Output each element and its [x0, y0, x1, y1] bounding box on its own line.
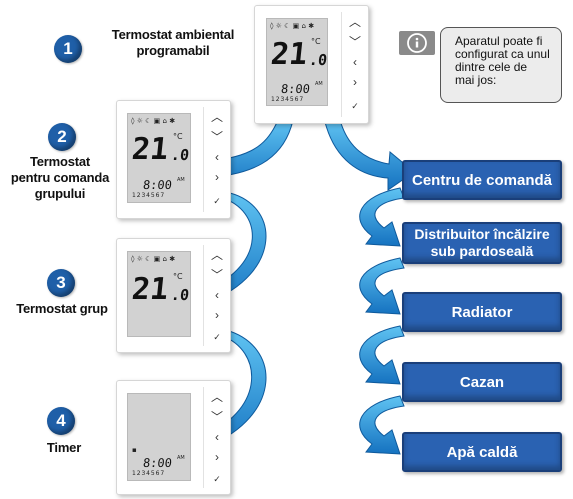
confirm-button[interactable]: ✓ [213, 332, 221, 342]
temperature-unit: °C [173, 132, 183, 141]
step-4-caption: Timer [46, 440, 82, 455]
day-numbers: 1 2 3 4 5 6 7 [132, 192, 164, 199]
right-button[interactable]: › [215, 308, 219, 322]
step-4-badge: 4 [47, 407, 75, 435]
down-button[interactable]: ﹀ [210, 410, 223, 424]
thermostat-step-2: ◊ ☼ ☾ ▣ ⌂ ✱ 21 °C .0 8:00 AM 1 2 3 4 5 6… [116, 100, 231, 219]
thermostat-main-screen: ◊ ☼ ☾ ▣ ⌂ ✱ 21 °C .0 8:00 AM 1 2 3 4 5 6… [266, 18, 328, 106]
day-numbers: 1 2 3 4 5 6 7 [132, 470, 164, 477]
temperature-decimal: .0 [170, 146, 191, 164]
arrow-target-4-5 [359, 395, 405, 455]
info-line: configurat ca unul [455, 47, 550, 61]
time-display: 8:00 [142, 178, 173, 192]
temperature-unit: °C [173, 272, 183, 281]
temperature-main: 21 [130, 132, 170, 167]
time-display: 8:00 [142, 456, 173, 470]
thermostat-step-2-screen: ◊ ☼ ☾ ▣ ⌂ ✱ 21 °C .0 8:00 AM 1 2 3 4 5 6… [127, 113, 191, 203]
left-button[interactable]: ‹ [353, 55, 357, 69]
right-button[interactable]: › [215, 170, 219, 184]
target-cazan: Cazan [402, 362, 562, 402]
temperature-decimal: .0 [308, 51, 329, 69]
arrow-target-1-2 [359, 187, 405, 247]
thermostat-step-2-buttons: ︿ ﹀ ‹ › ✓ [203, 107, 230, 212]
status-icons: ◊ ☼ ☾ ▣ ⌂ ✱ [131, 255, 176, 263]
up-button[interactable]: ︿ [210, 248, 223, 262]
up-button[interactable]: ︿ [348, 15, 361, 29]
thermostat-step-3-screen: ◊ ☼ ☾ ▣ ⌂ ✱ 21 °C .0 [127, 251, 191, 337]
left-button[interactable]: ‹ [215, 288, 219, 302]
thermostat-main: ◊ ☼ ☾ ▣ ⌂ ✱ 21 °C .0 8:00 AM 1 2 3 4 5 6… [254, 5, 369, 124]
arrow-target-2-3 [359, 257, 405, 315]
time-display: 8:00 [280, 82, 311, 96]
step-3-badge: 3 [47, 269, 75, 297]
temperature-unit: °C [311, 37, 321, 46]
confirm-button[interactable]: ✓ [213, 474, 221, 484]
thermostat-step-3-buttons: ︿ ﹀ ‹ › ✓ [203, 245, 230, 346]
temperature-main: 21 [130, 272, 170, 307]
info-note: Aparatul poate fi configurat ca unul din… [440, 27, 562, 103]
right-button[interactable]: › [353, 75, 357, 89]
down-button[interactable]: ﹀ [210, 268, 223, 282]
info-line: dintre cele de [455, 60, 528, 74]
timer-step-4: ▪ 8:00 AM 1 2 3 4 5 6 7 ︿ ﹀ ‹ › ✓ [116, 380, 231, 495]
confirm-button[interactable]: ✓ [213, 196, 221, 206]
up-button[interactable]: ︿ [210, 390, 223, 404]
day-numbers: 1 2 3 4 5 6 7 [271, 96, 303, 103]
step-1-badge: 1 [54, 35, 82, 63]
thermostat-main-buttons: ︿ ﹀ ‹ › ✓ [341, 12, 368, 117]
temperature-main: 21 [269, 37, 309, 72]
target-centru-de-comanda: Centru de comandă [402, 160, 562, 200]
arrow-to-centru [324, 119, 415, 191]
timer-step-4-screen: ▪ 8:00 AM 1 2 3 4 5 6 7 [127, 393, 191, 481]
target-distribuitor-incalzire: Distribuitor încălzire sub pardoseală [402, 222, 562, 264]
temperature-decimal: .0 [170, 286, 191, 304]
up-button[interactable]: ︿ [210, 110, 223, 124]
target-apa-calda: Apă caldă [402, 432, 562, 472]
right-button[interactable]: › [215, 450, 219, 464]
left-button[interactable]: ‹ [215, 430, 219, 444]
status-icons: ◊ ☼ ☾ ▣ ⌂ ✱ [131, 117, 176, 125]
left-button[interactable]: ‹ [215, 150, 219, 164]
step-2-badge: 2 [48, 123, 76, 151]
target-radiator: Radiator [402, 292, 562, 332]
timer-step-4-buttons: ︿ ﹀ ‹ › ✓ [203, 387, 230, 488]
step-3-caption: Termostat grup [16, 301, 108, 316]
info-line: mai jos: [455, 73, 497, 87]
thermostat-step-3: ◊ ☼ ☾ ▣ ⌂ ✱ 21 °C .0 ︿ ﹀ ‹ › ✓ [116, 238, 231, 353]
info-icon [399, 31, 435, 55]
am-label: AM [177, 177, 185, 183]
down-button[interactable]: ﹀ [210, 130, 223, 144]
confirm-button[interactable]: ✓ [351, 101, 359, 111]
arrow-target-3-4 [359, 325, 405, 385]
am-label: AM [177, 455, 185, 461]
info-line: Aparatul poate fi [455, 34, 543, 48]
status-icons: ◊ ☼ ☾ ▣ ⌂ ✱ [270, 22, 315, 30]
timer-square-icon: ▪ [132, 446, 137, 454]
down-button[interactable]: ﹀ [348, 35, 361, 49]
am-label: AM [315, 81, 323, 87]
